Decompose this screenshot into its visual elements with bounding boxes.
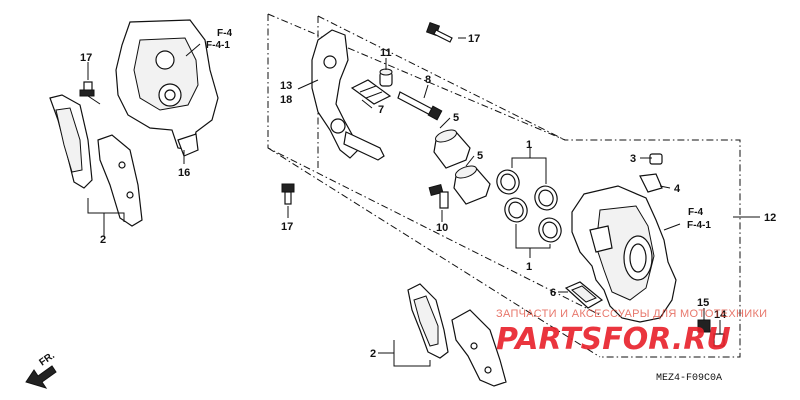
callout-1-upper: 1 (526, 139, 532, 151)
callout-15: 15 (697, 297, 709, 309)
bolt-icon (428, 183, 449, 209)
pad-shim-icon (564, 281, 604, 309)
callout-5-lower: 5 (477, 150, 483, 162)
callout-8: 8 (425, 74, 431, 86)
watermark-caption: ЗАПЧАСТИ И АКСЕССУАРЫ ДЛЯ МОТОТЕХНИКИ (496, 308, 767, 320)
callout-1-lower: 1 (526, 261, 532, 273)
caliper-bracket-icon (311, 29, 385, 161)
diagram-code: MEZ4-F09C0A (656, 373, 722, 384)
callout-17-upper: 17 (468, 33, 480, 45)
caliper-body-icon (571, 185, 677, 323)
callout-12: 12 (764, 212, 776, 224)
callout-5-upper: 5 (453, 112, 459, 124)
bolt-icon (425, 21, 453, 43)
callout-11: 11 (380, 47, 392, 59)
front-arrow-icon (25, 365, 57, 389)
front-arrow-label: FR. (37, 350, 57, 368)
bolt-icon (79, 81, 101, 105)
callout-4: 4 (674, 183, 681, 195)
ref-f4-right: F-4 (688, 207, 703, 218)
callout-3: 3 (630, 153, 636, 165)
callout-6: 6 (550, 287, 556, 299)
piston-seal-icon (496, 169, 562, 243)
callout-2-left: 2 (100, 234, 106, 246)
callout-14: 14 (714, 309, 727, 321)
ref-f4-1-left: F-4-1 (206, 40, 230, 51)
bleed-valve-icon (639, 153, 663, 193)
callout-7: 7 (378, 104, 384, 116)
callout-16: 16 (178, 167, 190, 179)
callout-17-lower: 17 (281, 221, 293, 233)
boot-icon (433, 129, 491, 205)
callout-18: 18 (280, 94, 292, 106)
ref-f4-left: F-4 (217, 28, 232, 39)
bolt-icon (697, 319, 725, 347)
brake-pad-icon (49, 94, 143, 227)
callout-13: 13 (280, 80, 292, 92)
watermark-logo: PARTSFOR.RU (496, 322, 731, 357)
leader-lines (87, 37, 721, 334)
pad-spring-icon (350, 79, 392, 105)
callout-2-lower: 2 (370, 348, 376, 360)
callout-17-left: 17 (80, 52, 92, 64)
bolt-icon (281, 183, 295, 205)
boot-icon (379, 68, 393, 87)
brake-pad-icon (407, 283, 507, 387)
callout-10: 10 (436, 222, 448, 234)
pin-bolt-icon (397, 91, 443, 121)
caliper-bracket-icon (115, 19, 219, 157)
ref-f4-1-right: F-4-1 (687, 220, 711, 231)
